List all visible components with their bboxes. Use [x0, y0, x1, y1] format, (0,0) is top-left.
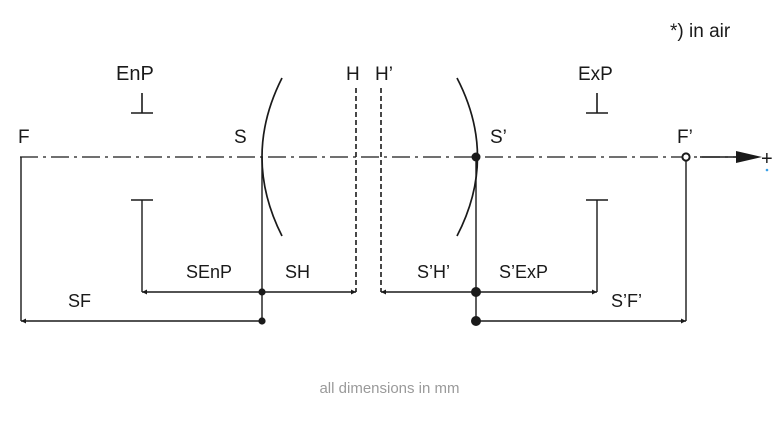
dimension-label-S-prime-ExP: S’ExP	[499, 262, 548, 282]
label-ExP: ExP	[578, 64, 613, 85]
label-F: F	[18, 127, 30, 148]
label-H: H	[346, 64, 360, 85]
dimension-label-SH: SH	[285, 262, 310, 282]
exit-pupil-symbol	[586, 93, 608, 292]
dimension-origin-S-prime-upper	[471, 287, 481, 297]
in-air-note: *) in air	[670, 21, 731, 42]
label-H-prime: H’	[375, 64, 393, 85]
dimension-origin-S-prime-lower	[471, 316, 481, 326]
label-F-prime: F’	[677, 127, 693, 148]
dimensions-footer-note: all dimensions in mm	[319, 380, 460, 397]
entrance-pupil-symbol	[131, 93, 153, 292]
dimension-label-S-prime-F-prime: S’F’	[611, 291, 642, 311]
label-S: S	[234, 127, 247, 148]
vertex-point-S-prime	[471, 152, 481, 162]
dimension-origin-S-lower	[258, 317, 266, 325]
axis-plus-sign: +	[761, 148, 773, 170]
axis-arrow	[700, 151, 762, 163]
label-EnP: EnP	[116, 63, 154, 85]
dimension-label-SEnP: SEnP	[186, 262, 232, 282]
axis-dot	[765, 168, 769, 172]
focal-point-F-prime	[681, 152, 691, 162]
label-S-prime: S’	[490, 127, 507, 148]
dimension-origin-S-upper	[258, 288, 266, 296]
dimension-label-S-prime-H-prime: S’H’	[417, 262, 450, 282]
dimension-label-SF: SF	[68, 291, 91, 311]
